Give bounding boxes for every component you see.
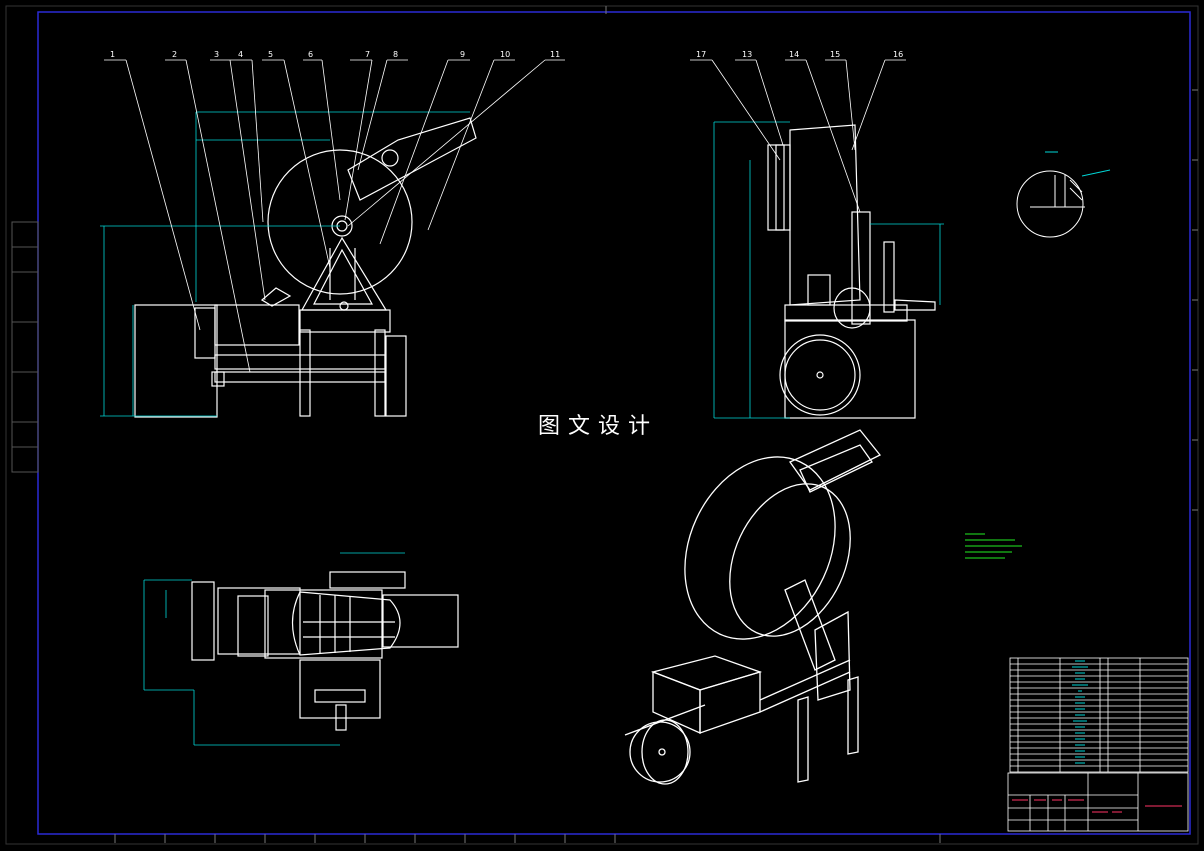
balloon-9: 9	[460, 50, 465, 59]
side-view	[767, 124, 936, 419]
detail-view	[1016, 151, 1111, 238]
balloon-7: 7	[365, 50, 370, 59]
balloon-5: 5	[268, 50, 273, 59]
parts-list	[1009, 657, 1189, 773]
balloon-11: 11	[550, 50, 560, 59]
side-view-balloon-labels: 17 13 14 15 16	[696, 50, 903, 59]
parts-list-entries	[1072, 660, 1088, 764]
front-view-balloon-labels: 1 2 3 4 5 6 7 8 9 10 11	[110, 50, 560, 59]
top-view-dimensions	[143, 552, 405, 746]
front-view	[134, 117, 477, 418]
balloon-6: 6	[308, 50, 313, 59]
isometric-view	[624, 429, 882, 785]
balloon-15: 15	[830, 50, 840, 59]
balloon-1: 1	[110, 50, 115, 59]
balloon-4: 4	[238, 50, 243, 59]
balloon-16: 16	[893, 50, 903, 59]
technical-notes	[965, 533, 1022, 559]
sheet-frame	[5, 5, 1199, 845]
top-view	[191, 571, 459, 731]
balloon-3: 3	[214, 50, 219, 59]
balloon-8: 8	[393, 50, 398, 59]
watermark-text: 图文设计	[538, 414, 659, 439]
title-block-marks	[1012, 799, 1182, 813]
balloon-13: 13	[742, 50, 752, 59]
title-block	[1007, 772, 1189, 832]
front-view-dimensions	[100, 111, 470, 417]
balloon-2: 2	[172, 50, 177, 59]
side-view-dimensions	[713, 121, 944, 419]
side-view-leaders	[690, 59, 906, 213]
balloon-14: 14	[789, 50, 799, 59]
balloon-17: 17	[696, 50, 706, 59]
front-view-leaders	[104, 59, 565, 373]
balloon-10: 10	[500, 50, 510, 59]
